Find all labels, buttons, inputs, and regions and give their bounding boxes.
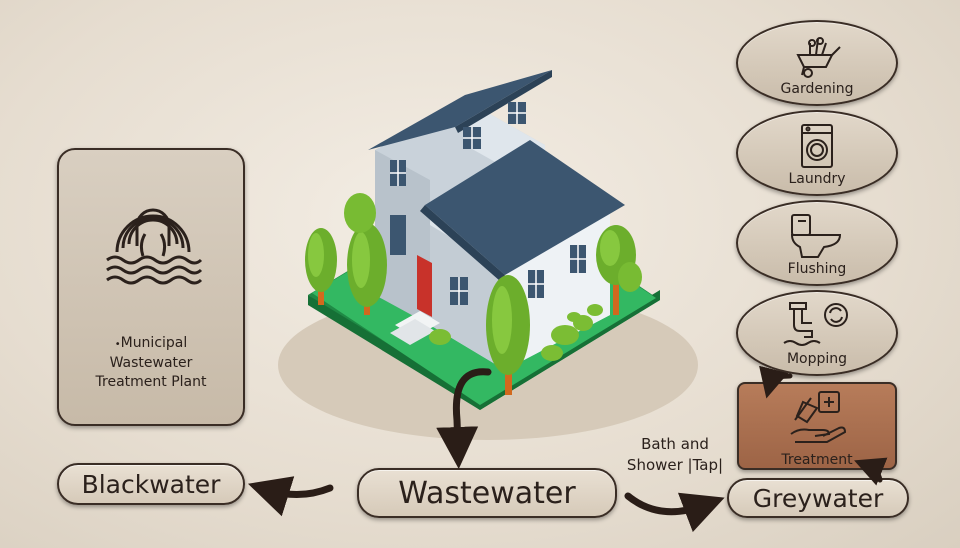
plant-label: •Municipal Wastewater Treatment Plant (95, 335, 207, 390)
syringe-hand-icon (790, 391, 847, 443)
use-mopping: Mopping (736, 290, 898, 376)
wheelbarrow-icon (796, 37, 841, 78)
outfall-pipe-icon (106, 208, 203, 285)
arrow-house-to-wastewater (436, 368, 492, 469)
arrow-wastewater-to-greywater (624, 492, 725, 533)
arrow-wastewater-to-blackwater (247, 476, 334, 517)
tree-4 (596, 225, 642, 315)
use-gardening: Gardening (736, 20, 898, 106)
treatment-label: Treatment (781, 452, 853, 468)
use-label: Mopping (786, 351, 848, 367)
use-label: Laundry (788, 171, 846, 187)
pipe-faucet-icon (783, 302, 848, 346)
tree-2 (347, 223, 387, 315)
house-illustration (305, 70, 660, 410)
use-label: Gardening (780, 81, 854, 97)
use-laundry: Laundry (736, 110, 898, 196)
greywater-node: Greywater (727, 478, 909, 518)
tree-3 (486, 275, 530, 395)
arrow-treatment-to-mopping (759, 365, 793, 399)
toilet-icon (790, 214, 842, 258)
use-flushing: Flushing (736, 200, 898, 286)
arrow-greywater-to-treatment (854, 457, 888, 486)
greywater-source-label: Bath and Shower |Tap| (626, 435, 724, 474)
washing-machine-icon (801, 124, 833, 168)
wastewater-node: Wastewater (357, 468, 617, 518)
tree-1 (305, 228, 337, 305)
use-label: Flushing (787, 261, 847, 277)
blackwater-node: Blackwater (57, 463, 245, 505)
treatment-plant-card: •Municipal Wastewater Treatment Plant (57, 148, 245, 426)
